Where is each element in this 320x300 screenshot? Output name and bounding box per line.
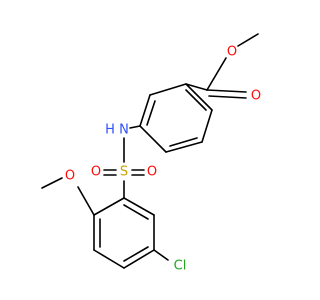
- atom-o-sulfonyl-right: O: [147, 165, 157, 180]
- bond-ring2-d: [123, 249, 155, 269]
- atom-s-sulfonyl: S: [120, 165, 128, 180]
- atom-cl: Cl: [174, 259, 187, 274]
- bond-ring1-d: [165, 141, 203, 153]
- bond-ring2-c: [93, 249, 125, 269]
- bond-ring2-inner-3: [123, 204, 149, 220]
- atom-o-methoxy: O: [65, 169, 75, 184]
- bond-methyl-o: [237, 33, 259, 47]
- atom-label-layer: O O H N S O O O Cl: [65, 45, 261, 274]
- bond-carbonyl-double-b: [208, 95, 247, 99]
- bond-carbonyl-double-a: [206, 89, 247, 93]
- bond-ring1-inner-1: [146, 100, 156, 126]
- atom-o-carbonyl: O: [251, 89, 261, 104]
- atom-n-amine: N: [119, 123, 129, 138]
- bond-ring1-inner-3: [185, 89, 207, 111]
- bond-ring2-f: [123, 197, 155, 216]
- bond-ring2-cl: [153, 249, 169, 261]
- bond-ring2-inner-2: [123, 246, 149, 262]
- bond-o-methyl: [41, 177, 63, 189]
- bond-carbonyl-ring: [185, 83, 208, 91]
- bond-ring2-a: [93, 197, 125, 216]
- bond-layer: [41, 33, 259, 269]
- bond-ring1-b: [139, 94, 151, 127]
- atom-o-sulfonyl-left: O: [91, 165, 101, 180]
- atom-o-ester-single: O: [227, 45, 237, 60]
- bond-ring1-c: [139, 125, 167, 153]
- molecule-diagram: O O H N S O O O Cl: [41, 33, 261, 274]
- bond-ring-n: [129, 125, 141, 129]
- bond-o-carbonyl-c: [206, 57, 227, 91]
- bond-ring1-e: [201, 109, 213, 143]
- bond-ring1-f: [185, 83, 213, 111]
- bond-ring1-inner-2: [169, 137, 198, 147]
- bond-ring1-a: [149, 83, 187, 96]
- bond-ring2-o: [77, 186, 95, 216]
- atom-h-amine: H: [105, 123, 115, 138]
